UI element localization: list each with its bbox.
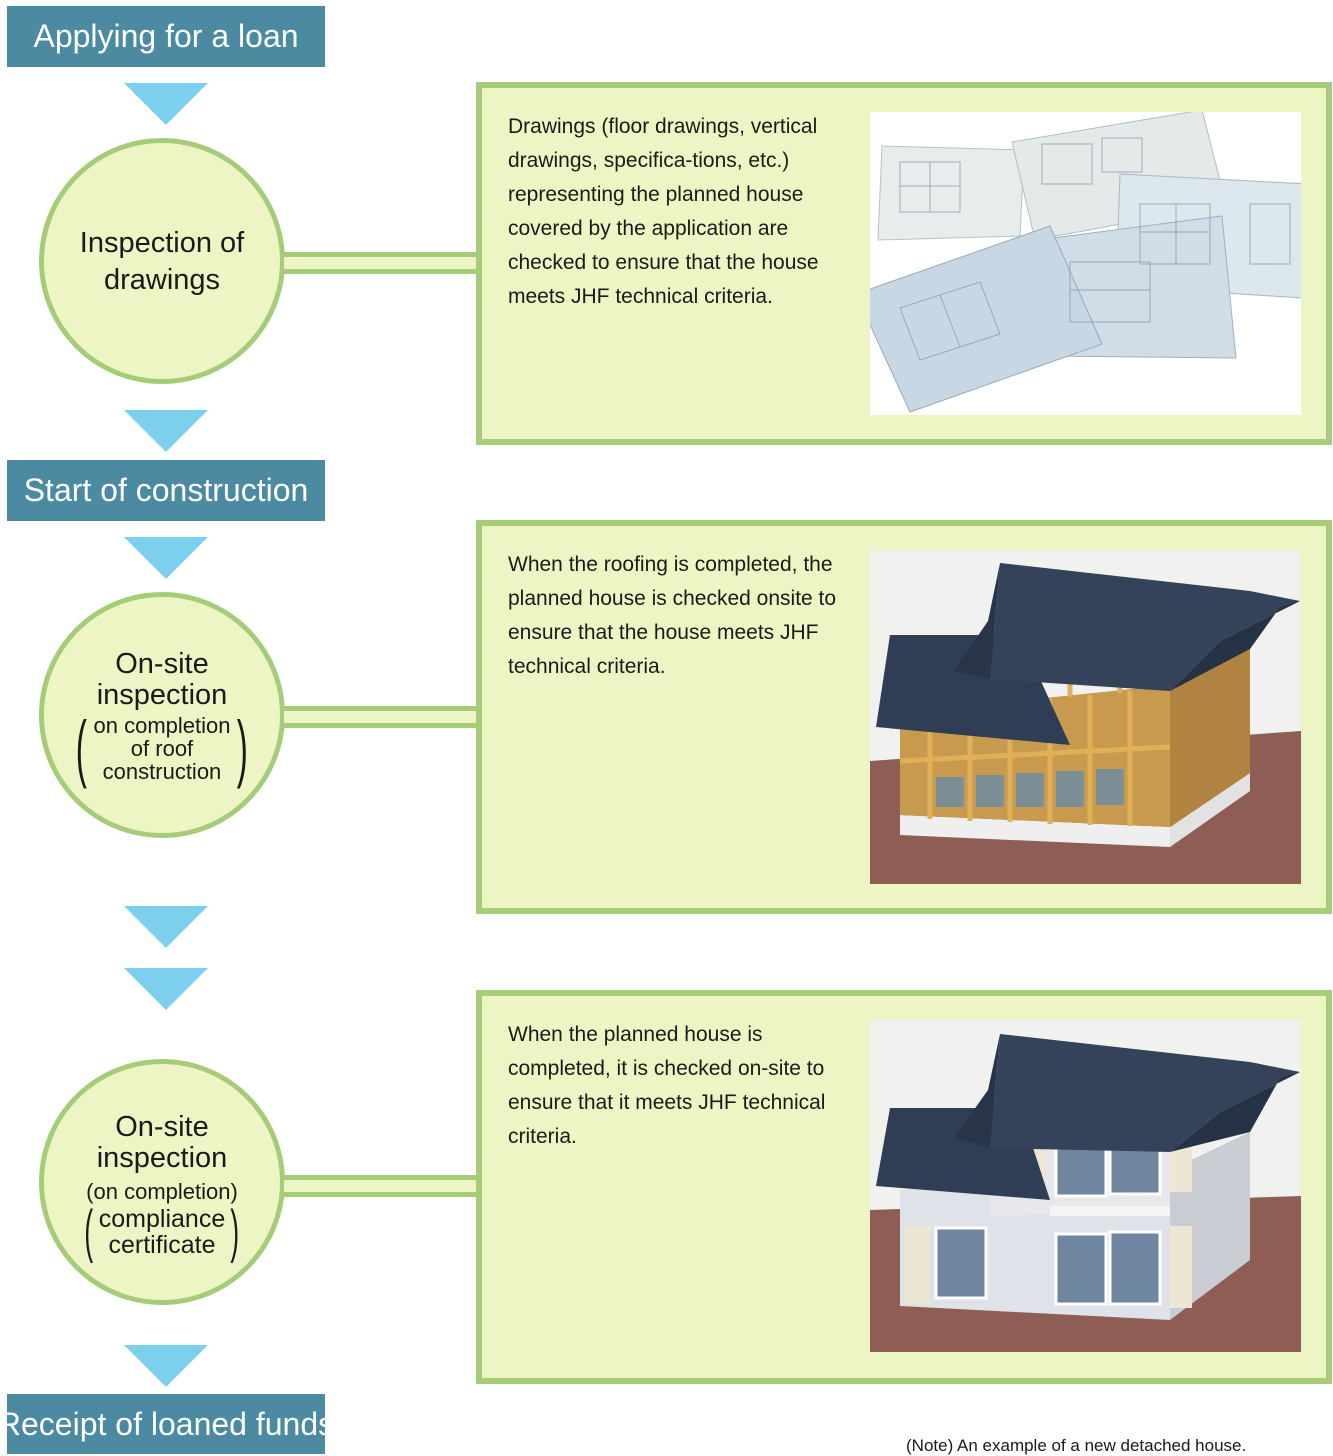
connector-bar <box>284 1175 480 1197</box>
roof-note-lines: on completion of roof construction <box>94 714 231 783</box>
onsite-completion-inspection-circle: On-site inspection (on completion) ( com… <box>39 1059 285 1305</box>
inspection-title-line1: On-site <box>115 648 209 680</box>
completion-note: (on completion) <box>86 1178 238 1204</box>
onsite-completion-inspection-panel: When the planned house is completed, it … <box>476 990 1332 1384</box>
onsite-roof-inspection-panel: When the roofing is completed, the plann… <box>476 520 1332 914</box>
blueprint-drawings-photo <box>870 112 1301 415</box>
connector-bar <box>284 706 480 728</box>
inspection-drawings-panel: Drawings (floor drawings, vertical drawi… <box>476 82 1332 445</box>
open-paren-icon: ( <box>84 1198 94 1264</box>
completed-house-model-photo <box>870 1020 1301 1352</box>
inspection-title-line2: inspection <box>96 679 228 711</box>
roof-note-line3: construction <box>102 758 222 784</box>
inspection-description: When the roofing is completed, the plann… <box>508 553 837 678</box>
down-arrow-icon <box>124 906 208 948</box>
house-frame-model-photo <box>870 551 1301 884</box>
down-arrow-icon <box>124 968 208 1010</box>
down-arrow-icon <box>124 410 208 452</box>
close-paren-icon: ) <box>230 1198 240 1264</box>
connector-bar <box>284 252 480 274</box>
roof-note-group: ( on completion of roof construction ) <box>69 711 255 785</box>
banner-start-of-construction: Start of construction <box>7 460 325 521</box>
down-arrow-icon <box>124 537 208 579</box>
inspection-drawings-circle: Inspection of drawings <box>39 138 285 384</box>
roof-note-line1: on completion <box>93 712 231 738</box>
roof-note-line2: of roof <box>130 735 194 761</box>
inspection-description: When the planned house is completed, it … <box>508 1023 826 1148</box>
inspection-description: Drawings (floor drawings, vertical drawi… <box>508 115 819 308</box>
footnote: (Note) An example of a new detached hous… <box>906 1436 1247 1455</box>
certificate-line1: compliance <box>98 1204 226 1233</box>
inspection-title-line2: drawings <box>103 264 221 296</box>
close-paren-icon: ) <box>237 706 249 789</box>
inspection-title-line2: inspection <box>96 1141 228 1174</box>
open-paren-icon: ( <box>75 706 87 789</box>
certificate-note-group: ( compliance certificate ) <box>79 1198 244 1264</box>
down-arrow-icon <box>124 1345 208 1387</box>
inspection-title-line1: Inspection of <box>79 227 245 259</box>
inspection-title-line1: On-site <box>115 1110 209 1143</box>
banner-applying-for-loan: Applying for a loan <box>7 6 325 67</box>
certificate-line2: certificate <box>108 1230 216 1259</box>
onsite-roof-inspection-circle: On-site inspection ( on completion of ro… <box>39 592 285 838</box>
certificate-note-lines: compliance certificate <box>99 1206 225 1258</box>
down-arrow-icon <box>124 83 208 125</box>
banner-receipt-of-loaned-funds: Receipt of loaned funds <box>0 1394 334 1454</box>
